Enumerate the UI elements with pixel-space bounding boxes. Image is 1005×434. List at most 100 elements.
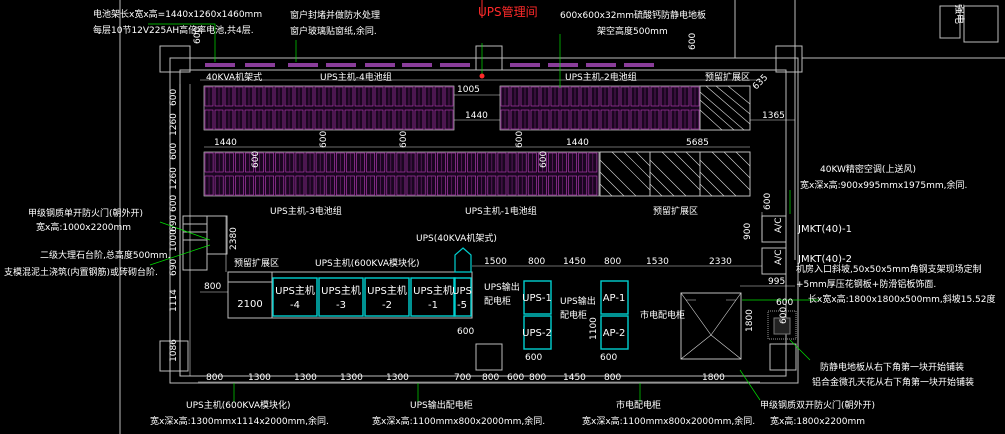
note-city-1: 市电配电柜 — [616, 399, 661, 411]
dim-bottom-5: 700 — [454, 373, 471, 383]
ap-cabinets — [600, 280, 629, 350]
ups-host-cabinets — [272, 247, 472, 317]
group-ups-out-side-1: UPS输出 — [484, 281, 520, 293]
room-title: UPS管理间 — [478, 4, 538, 19]
note-platform-2: 支模混泥土浇筑(内置钢筋)或砖砌台阶. — [4, 266, 158, 278]
dim-left-6: 1000 — [169, 229, 179, 252]
dim-left-2380: 2380 — [229, 227, 239, 250]
dim-left-3: 1260 — [169, 167, 179, 190]
ups-room-marker — [479, 73, 485, 79]
battery-row-top — [203, 85, 701, 131]
battery-cells-top-left — [204, 86, 454, 130]
group-ups-row: UPS主机(600KVA模块化) — [315, 257, 420, 269]
dimension-lines — [179, 79, 795, 383]
ups-host-3-label-a: UPS主机 — [321, 284, 361, 297]
note-ups-out-2: 宽x深x高:1100mmx800x2000mm,余同. — [372, 415, 545, 427]
group-reserve-mid: 预留扩展区 — [653, 205, 698, 217]
group-city-side: 市电配电柜 — [640, 309, 685, 321]
battery-cells-mid — [204, 152, 598, 196]
dim-bottom-0: 800 — [206, 373, 223, 383]
note-door-left-2: 宽x高:1000x2200mm — [36, 221, 131, 233]
dim-right-995: 995 — [768, 277, 785, 287]
dim-left-800: 800 — [204, 282, 221, 292]
note-ups-host-1: UPS主机(600KVA模块化) — [186, 399, 291, 411]
dim-mid-600e: 600 — [763, 193, 773, 210]
dim-bottom-8: 800 — [529, 373, 546, 383]
group-ups40kva: UPS(40KVA机架式) — [416, 232, 497, 244]
group-ups-out-mid-2: 配电柜 — [560, 309, 587, 321]
reserve-top — [699, 85, 751, 131]
group-reserve-top: 预留扩展区 — [705, 71, 750, 83]
dim-left-1: 1260 — [169, 113, 179, 136]
dim-mid-5685: 5685 — [686, 138, 709, 148]
group-40kva: 40KVA机架式 — [206, 71, 262, 83]
ac-1-label: A/C — [774, 218, 784, 233]
dim-right-1800: 1800 — [745, 309, 755, 332]
group-ups3: UPS主机-3电池组 — [270, 205, 342, 217]
leaders — [148, 23, 820, 402]
group-reserve-low: 预留扩展区 — [234, 257, 279, 269]
ups-out-2-label: UPS-2 — [522, 328, 552, 339]
note-floor-start-2: 铝合金微孔天花从右下角第一块开始铺装 — [812, 376, 974, 388]
dim-bottom-2: 1300 — [294, 373, 317, 383]
dim-left-4: 600 — [169, 195, 179, 212]
dim-row1-2: 1450 — [563, 257, 586, 267]
ap-2-label: AP-2 — [603, 328, 626, 339]
dim-bottom-10: 800 — [604, 373, 621, 383]
dim-left-2: 600 — [169, 143, 179, 160]
dim-left-7: 690 — [169, 259, 179, 276]
dim-top-600c: 600 — [319, 131, 329, 148]
dim-mid-600a: 600 — [251, 151, 261, 168]
walls — [119, 0, 803, 434]
dim-mid-600b: 600 — [399, 131, 409, 148]
ac-1-name: JMKT(40)-1 — [797, 224, 852, 235]
side-building — [802, 5, 1005, 59]
note-battery-rack-2: 每层10节12V225AH高倍率电池,共4层. — [93, 24, 254, 36]
dim-left-8: 1114 — [169, 289, 179, 312]
dim-mid-1440a: 1440 — [214, 138, 237, 148]
reserve-mid — [599, 151, 751, 197]
note-door-right-1: 甲级钢质双开防火门(朝外开) — [760, 399, 875, 411]
dim-top-600b: 600 — [688, 33, 698, 50]
note-battery-rack-1: 电池架长x宽x高=1440x1260x1460mm — [93, 8, 262, 20]
windows — [205, 63, 654, 67]
battery-cells-top-right — [500, 86, 700, 130]
note-floor-start-1: 防静电地板从右下角第一块开始铺装 — [820, 361, 964, 373]
dim-top-600a: 600 — [193, 27, 203, 44]
ap-1-label: AP-1 — [603, 293, 626, 304]
ups-5-label-b: -5 — [457, 300, 467, 311]
note-platform-1: 二级大理石台阶,总高度500mm. — [40, 249, 170, 261]
note-door-right-2: 宽x高:1800x2200mm — [770, 415, 865, 427]
dim-row1-5: 2330 — [709, 257, 732, 267]
dim-c-1100: 1100 — [589, 317, 599, 340]
dim-h-600: 600 — [600, 353, 617, 363]
group-ups4-top: UPS主机-4电池组 — [320, 71, 392, 83]
note-floor-2: 架空高度500mm — [597, 25, 668, 37]
ups-out-1-label: UPS-1 — [522, 293, 552, 304]
ups-host-1-label-a: UPS主机 — [413, 284, 453, 297]
space-2100-label: 2100 — [237, 299, 262, 310]
note-window-2: 窗户玻璃贴窗纸,余同. — [290, 25, 377, 37]
note-city-2: 宽x深x高:1100mmx800x2000mm,余同. — [582, 415, 755, 427]
note-ramp-2: +5mm厚压花钢板+防滑铝板饰面. — [796, 278, 936, 290]
note-ramp-1: 机房入口斜坡,50x50x5mm角钢支架现场定制 — [796, 263, 982, 275]
ac-2-name: JMKT(40)-2 — [797, 254, 852, 265]
dim-bottom-3: 1300 — [340, 373, 363, 383]
dim-right-900: 900 — [743, 223, 753, 240]
note-ac-2: 宽x深x高:900x995mmx1975mm,余同. — [800, 179, 967, 191]
dim-row1-3: 800 — [604, 257, 621, 267]
group-ups-out-side-2: 配电柜 — [484, 295, 511, 307]
dim-bottom-6: 800 — [482, 373, 499, 383]
dim-bottom-7: 600 — [507, 373, 524, 383]
dim-top-1440: 1440 — [465, 111, 488, 121]
note-window-1: 窗户封堵并做防水处理 — [290, 9, 380, 21]
dim-bottom-4: 1300 — [386, 373, 409, 383]
ups-output-cabinets — [523, 280, 552, 350]
dim-top-1365: 1365 — [762, 111, 785, 121]
dim-row1-1: 800 — [528, 257, 545, 267]
dim-row1-4: 1530 — [646, 257, 669, 267]
ac-2-label: A/C — [774, 250, 784, 265]
note-ups-out-1: UPS输出配电柜 — [410, 399, 473, 411]
note-floor-1: 600x600x32mm硫酸钙防静电地板 — [560, 9, 706, 21]
